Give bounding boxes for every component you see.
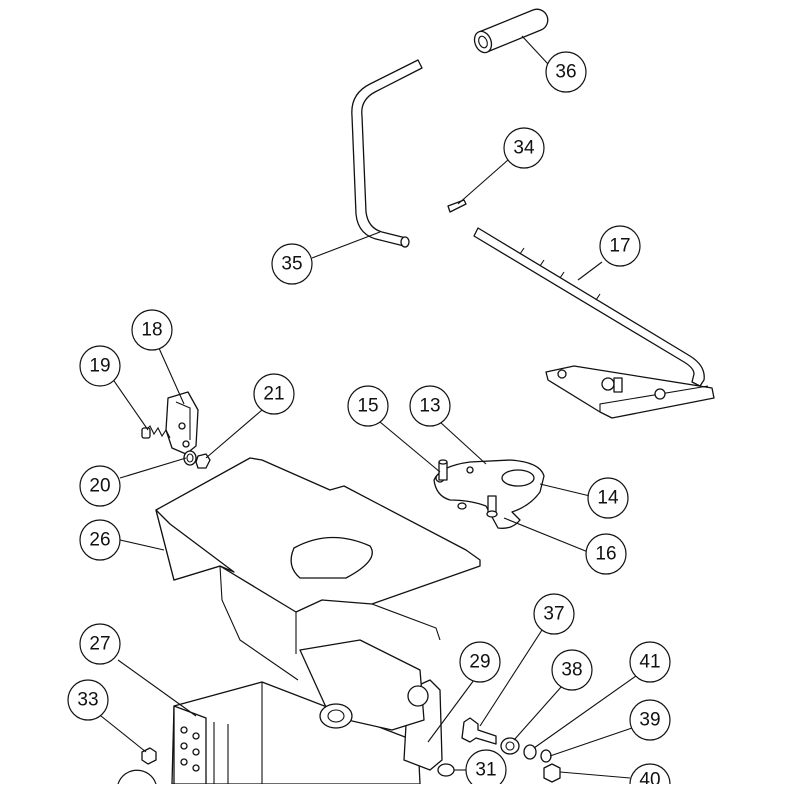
balloon-14: 14 — [587, 477, 629, 519]
balloon-17: 17 — [599, 225, 641, 267]
leader-41 — [533, 675, 637, 749]
part-36-grip-sleeve — [473, 8, 549, 54]
part-13-lock-jaw — [433, 459, 545, 529]
balloon-31: 31 — [465, 749, 507, 789]
leader-lines — [95, 35, 637, 779]
balloon-15: 15 — [347, 385, 389, 427]
balloon-35: 35 — [271, 243, 313, 285]
leader-19 — [111, 377, 149, 431]
part-41-washer — [523, 744, 537, 760]
leader-16 — [503, 517, 589, 553]
part-29-side-plate — [299, 639, 443, 771]
balloon-37: 37 — [533, 593, 575, 635]
balloon-40: 40 — [629, 763, 671, 789]
balloon-34: 34 — [503, 127, 545, 169]
leader-37 — [479, 629, 543, 727]
balloon-13-label: 13 — [419, 396, 440, 417]
balloon-36: 36 — [545, 51, 587, 93]
part-16-pin — [457, 495, 498, 518]
balloon-38: 38 — [551, 649, 593, 691]
balloon-15-label: 15 — [357, 396, 378, 417]
balloon-38-label: 38 — [561, 660, 582, 681]
balloon-17-label: 17 — [609, 236, 630, 257]
balloon-16: 16 — [585, 533, 627, 575]
leader-40 — [559, 771, 631, 779]
balloon-27: 27 — [79, 623, 121, 665]
part-26-top-plate — [155, 457, 481, 681]
balloon-18-label: 18 — [141, 320, 162, 341]
leader-35 — [311, 231, 381, 259]
part-31-pin — [437, 763, 455, 777]
leader-26 — [119, 539, 165, 551]
leader-27 — [117, 659, 197, 717]
leader-36 — [521, 35, 549, 65]
balloon-partial-bottom-left — [117, 769, 157, 785]
balloon-13: 13 — [409, 385, 451, 427]
balloon-35-label: 35 — [281, 254, 302, 275]
balloon-20-label: 20 — [89, 476, 110, 497]
part-15-pin — [438, 459, 448, 481]
part-37-bolt — [461, 717, 497, 745]
leader-20 — [119, 457, 187, 479]
leader-38 — [513, 685, 563, 741]
leader-29 — [427, 679, 475, 743]
leader-39 — [549, 727, 633, 757]
leader-15 — [379, 421, 441, 473]
balloon-33-label: 33 — [77, 690, 98, 711]
balloon-39-label: 39 — [639, 710, 660, 731]
part-35-handle-rod — [351, 59, 423, 248]
leader-14 — [539, 483, 591, 497]
part-39-washer — [540, 749, 552, 763]
part-38-bushing — [500, 737, 520, 755]
balloon-21: 21 — [253, 373, 295, 415]
balloon-34-label: 34 — [513, 138, 535, 159]
balloon-40-label: 40 — [639, 770, 660, 785]
balloon-21-label: 21 — [263, 384, 284, 405]
balloon-41-label: 41 — [639, 652, 660, 673]
balloon-39: 39 — [629, 699, 671, 741]
part-17-release-rod — [473, 227, 715, 419]
leader-33 — [95, 711, 147, 753]
balloon-41: 41 — [629, 641, 671, 683]
balloon-33: 33 — [67, 679, 109, 721]
leader-18 — [157, 345, 185, 405]
balloon-29-label: 29 — [469, 652, 490, 673]
part-34-pin — [447, 199, 467, 213]
balloon-26: 26 — [79, 519, 121, 561]
balloon-20: 20 — [79, 465, 121, 507]
balloon-37-label: 37 — [543, 604, 564, 625]
balloon-29: 29 — [459, 641, 501, 683]
balloon-31-label: 31 — [475, 760, 496, 781]
part-20-washer — [183, 450, 197, 466]
leader-21 — [205, 409, 263, 459]
balloon-19: 19 — [79, 345, 121, 387]
leader-13 — [439, 421, 487, 465]
balloon-19-label: 19 — [89, 356, 110, 377]
part-18-bracket — [165, 391, 199, 455]
balloon-26-label: 26 — [89, 530, 110, 551]
balloon-16-label: 16 — [595, 544, 616, 565]
balloon-36-label: 36 — [555, 62, 576, 83]
part-40-nut — [543, 763, 561, 783]
leader-17 — [577, 261, 603, 281]
leader-34 — [457, 159, 509, 205]
balloon-27-label: 27 — [89, 634, 110, 655]
balloon-18: 18 — [131, 309, 173, 351]
balloon-14-label: 14 — [597, 488, 619, 509]
